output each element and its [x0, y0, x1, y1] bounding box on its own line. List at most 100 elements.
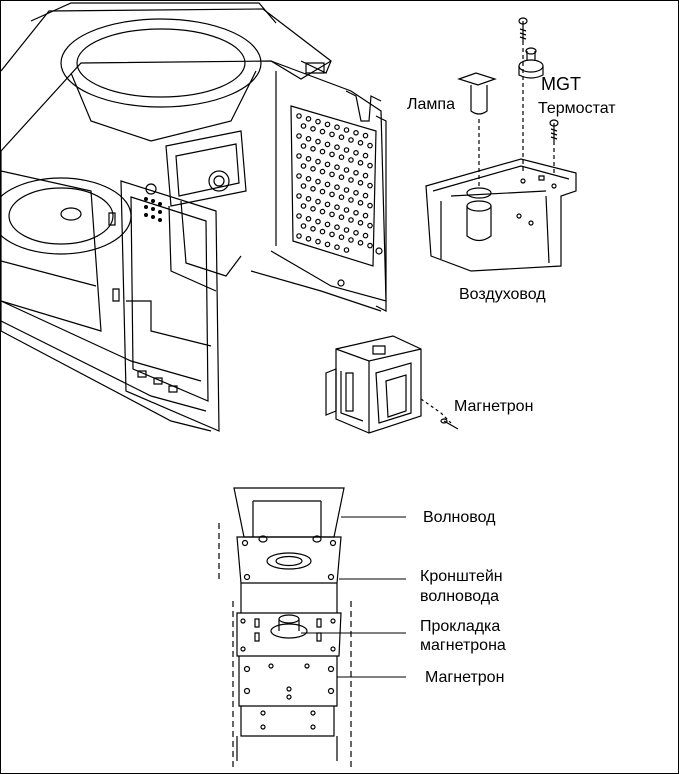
vent-hole — [297, 234, 301, 238]
vent-hole — [325, 242, 329, 246]
vent-hole — [344, 128, 348, 132]
vent-hole — [335, 165, 339, 169]
vent-hole — [339, 235, 343, 239]
label-magnetron-bottom: Магнетрон — [425, 669, 505, 686]
vent-hole — [301, 204, 305, 208]
vent-hole — [320, 149, 324, 153]
vent-hole — [330, 192, 334, 196]
vent-hole — [297, 134, 301, 138]
label-gasket-line1: Прокладка — [420, 618, 501, 635]
label-lamp: Лампа — [407, 96, 455, 113]
vent-hole — [354, 191, 358, 195]
vent-hole — [306, 157, 310, 161]
vent-hole — [349, 238, 353, 242]
vent-hole — [311, 227, 315, 231]
vent-hole — [358, 141, 362, 145]
vent-hole — [344, 148, 348, 152]
vent-hole — [311, 187, 315, 191]
vent-hole — [301, 184, 305, 188]
vent-hole — [349, 218, 353, 222]
label-waveguide-bracket-line2: волновода — [420, 588, 500, 605]
waveguide-exploded-view — [219, 488, 351, 771]
vent-hole — [344, 248, 348, 252]
vent-holes — [297, 114, 372, 252]
vent-hole — [335, 145, 339, 149]
vent-hole — [344, 208, 348, 212]
vent-hole — [339, 175, 343, 179]
vent-hole — [297, 214, 301, 218]
vent-hole — [306, 237, 310, 241]
vent-hole — [363, 193, 367, 197]
vent-hole — [354, 231, 358, 235]
label-air-duct: Воздуховод — [459, 286, 546, 303]
vent-hole — [301, 164, 305, 168]
vent-hole — [339, 195, 343, 199]
microwave-cabinet — [1, 3, 386, 431]
vent-hole — [368, 143, 372, 147]
vent-hole — [316, 139, 320, 143]
vent-hole — [339, 155, 343, 159]
label-waveguide-bracket-line1: Кронштейн — [420, 568, 503, 585]
vent-hole — [330, 212, 334, 216]
vent-hole — [325, 122, 329, 126]
vent-hole — [363, 173, 367, 177]
vent-hole — [368, 163, 372, 167]
vent-hole — [339, 215, 343, 219]
vent-hole — [306, 177, 310, 181]
label-thermostat: Термостат — [538, 100, 616, 117]
vent-hole — [335, 245, 339, 249]
vent-hole — [330, 132, 334, 136]
vent-hole — [306, 117, 310, 121]
vent-hole — [301, 124, 305, 128]
vent-hole — [358, 181, 362, 185]
vent-hole — [316, 179, 320, 183]
vent-hole — [344, 188, 348, 192]
vent-hole — [316, 119, 320, 123]
vent-hole — [335, 125, 339, 129]
vent-hole — [325, 222, 329, 226]
vent-hole — [325, 182, 329, 186]
air-duct-assembly — [426, 18, 576, 271]
label-gasket-line2: магнетрона — [420, 637, 506, 654]
vent-hole — [316, 239, 320, 243]
leader-lines — [301, 517, 406, 677]
vent-hole — [320, 169, 324, 173]
vent-hole — [358, 221, 362, 225]
vent-hole — [368, 223, 372, 227]
vent-hole — [368, 183, 372, 187]
vent-hole — [311, 207, 315, 211]
vent-hole — [363, 213, 367, 217]
vent-hole — [316, 219, 320, 223]
vent-hole — [316, 159, 320, 163]
vent-hole — [354, 171, 358, 175]
vent-hole — [320, 129, 324, 133]
vent-hole — [349, 178, 353, 182]
vent-hole — [306, 217, 310, 221]
vent-hole — [354, 151, 358, 155]
vent-hole — [335, 205, 339, 209]
vent-hole — [354, 211, 358, 215]
vent-hole — [358, 201, 362, 205]
vent-hole — [339, 135, 343, 139]
vent-hole — [349, 158, 353, 162]
vent-hole — [363, 233, 367, 237]
vent-hole — [306, 197, 310, 201]
vent-hole — [344, 228, 348, 232]
vent-hole — [297, 154, 301, 158]
vent-hole — [344, 168, 348, 172]
vent-hole — [330, 152, 334, 156]
vent-hole — [320, 229, 324, 233]
vent-hole — [311, 167, 315, 171]
vent-hole — [320, 209, 324, 213]
vent-hole — [325, 202, 329, 206]
vent-hole — [297, 114, 301, 118]
vent-hole — [325, 162, 329, 166]
vent-hole — [358, 241, 362, 245]
label-magnetron-top: Магнетрон — [454, 398, 534, 415]
vent-hole — [301, 144, 305, 148]
vent-hole — [368, 243, 372, 247]
vent-hole — [349, 198, 353, 202]
vent-hole — [306, 137, 310, 141]
